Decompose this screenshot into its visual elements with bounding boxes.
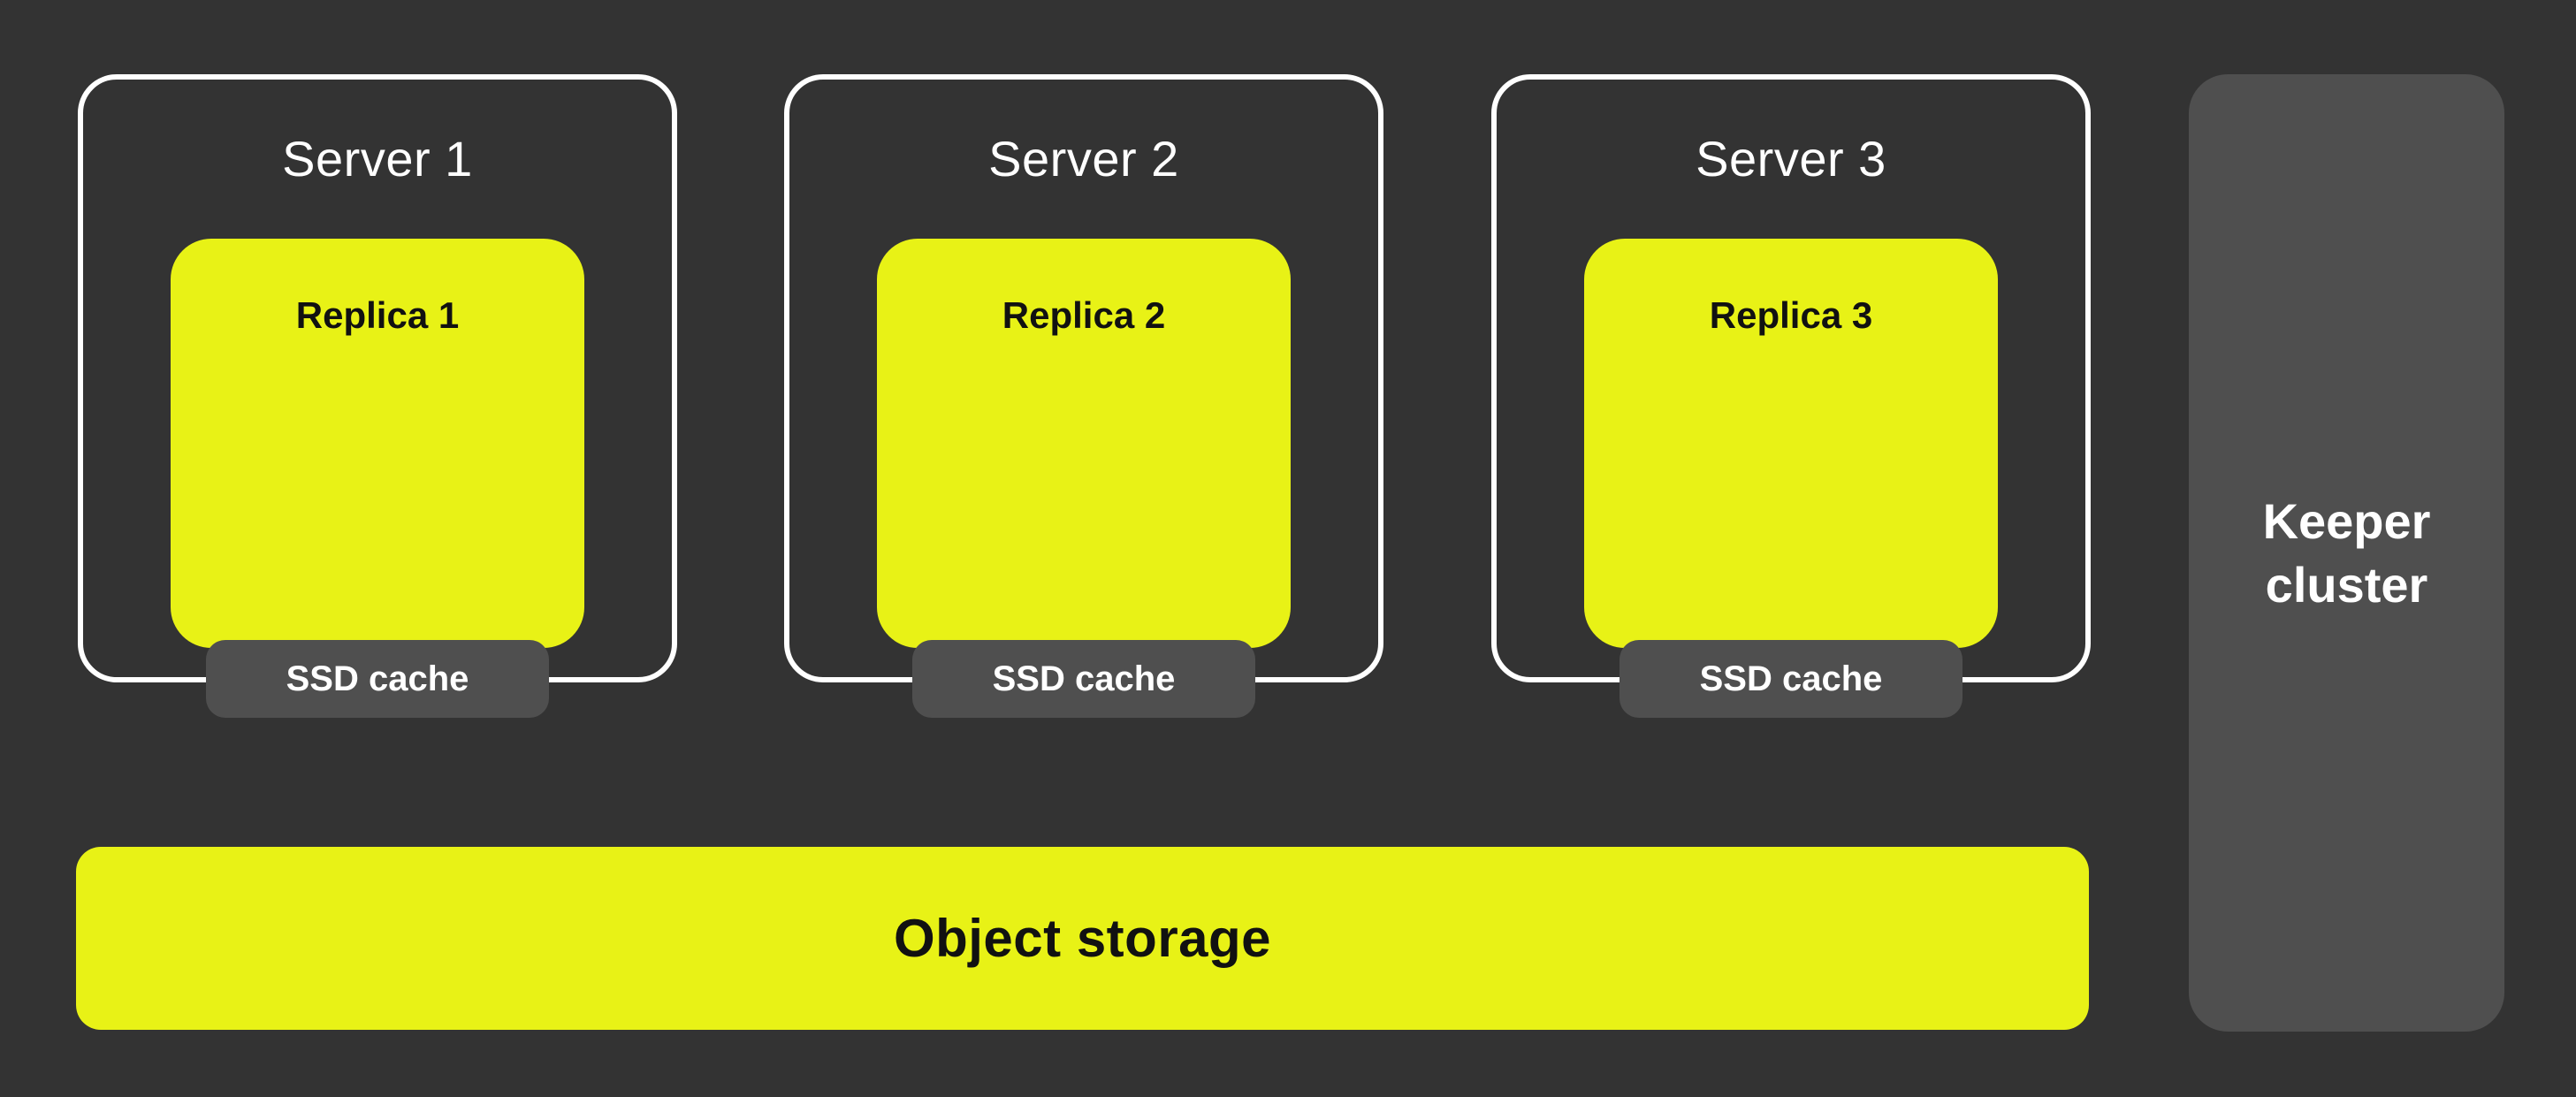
server-2-box: Server 2 Replica 2 SSD cache [784, 74, 1383, 718]
replica-1-label: Replica 1 [295, 294, 460, 336]
ssd-cache-2: SSD cache [912, 640, 1255, 718]
keeper-cluster-label: Keeper cluster [2262, 492, 2431, 613]
server-3-box: Server 3 Replica 3 SSD cache [1491, 74, 2091, 718]
ssd-cache-3: SSD cache [1620, 640, 1962, 718]
replica-3-box: Replica 3 [1584, 239, 1998, 648]
replica-3-label: Replica 3 [1709, 294, 1873, 336]
server-1-title: Server 1 [282, 131, 473, 187]
ssd-cache-1: SSD cache [206, 640, 549, 718]
server-3-title: Server 3 [1696, 131, 1886, 187]
replica-1-box: Replica 1 [171, 239, 584, 648]
replica-2-box: Replica 2 [877, 239, 1291, 648]
keeper-cluster-box: Keeper cluster [2189, 74, 2504, 1032]
server-2-title: Server 2 [988, 131, 1179, 187]
object-storage-label: Object storage [893, 909, 1272, 968]
replica-2-label: Replica 2 [1002, 294, 1166, 336]
server-1-box: Server 1 Replica 1 SSD cache [78, 74, 677, 718]
object-storage-box: Object storage [76, 847, 2089, 1030]
